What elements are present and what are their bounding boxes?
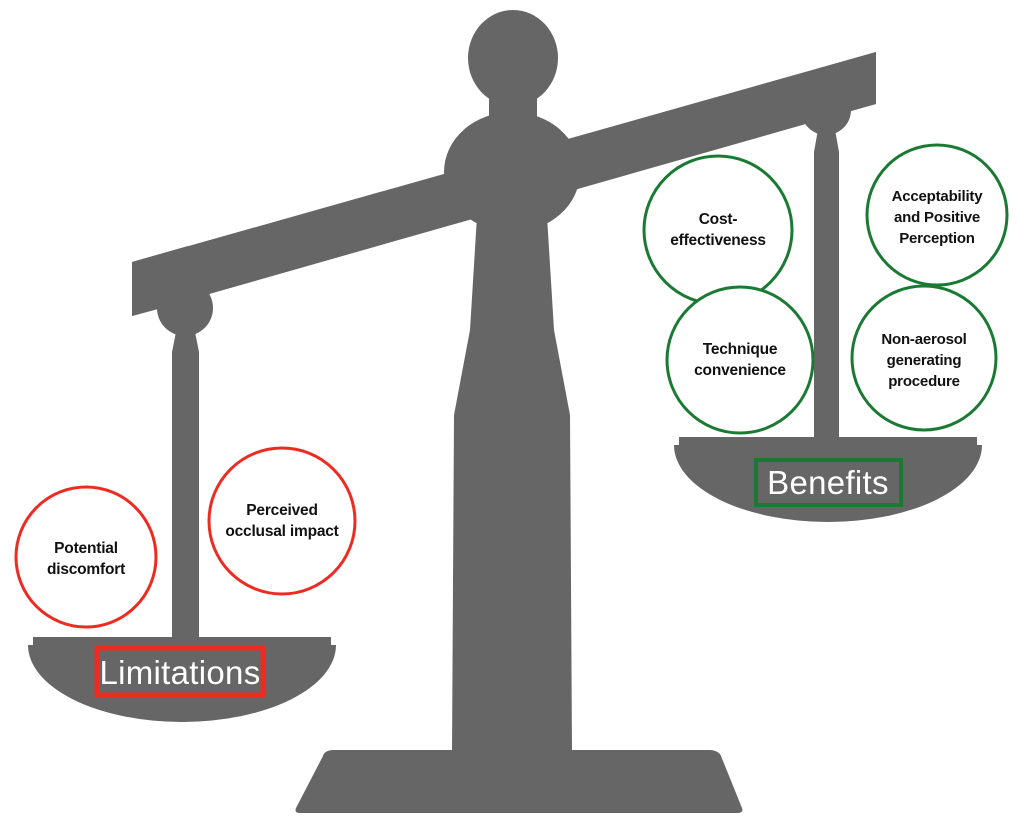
scale-left-hanger-knob xyxy=(157,280,213,336)
limitation-bubbles: Potential discomfort Perceived occlusal … xyxy=(14,446,357,629)
bubble-non-aerosol-line-3: procedure xyxy=(888,373,960,390)
bubble-cost-effectiveness[interactable]: Cost- effectiveness xyxy=(642,154,794,306)
right-pan-label[interactable]: Benefits xyxy=(754,458,903,507)
left-pan-bowl xyxy=(28,645,336,722)
right-pan-bowl xyxy=(674,445,982,522)
bubble-acceptability-line-2: and Positive xyxy=(894,209,980,226)
bubble-acceptability-line-1: Acceptability xyxy=(892,188,984,205)
scale-left-suspension-rod xyxy=(172,322,199,642)
bubble-potential-discomfort-outline xyxy=(14,485,158,629)
benefit-bubbles: Cost- effectiveness Technique convenienc… xyxy=(642,143,1009,435)
scale-structure xyxy=(28,10,982,813)
left-pan xyxy=(28,637,336,722)
bubble-non-aerosol-generating-procedure[interactable]: Non-aerosol generating procedure xyxy=(850,284,998,432)
bubble-acceptability-outline xyxy=(865,143,1009,287)
bubble-technique-convenience-line-1: Technique xyxy=(703,341,778,358)
bubble-acceptability-line-3: Perception xyxy=(899,230,975,247)
bubble-perceived-occlusal-impact[interactable]: Perceived occlusal impact xyxy=(207,446,357,596)
bubble-acceptability-and-positive-perception[interactable]: Acceptability and Positive Perception xyxy=(865,143,1009,287)
scale-base-plinth xyxy=(295,750,743,813)
right-pan-rim xyxy=(679,437,977,446)
bubble-perceived-occlusal-impact-line-2: occlusal impact xyxy=(225,523,338,540)
right-pan-label-box xyxy=(754,458,903,507)
bubble-technique-convenience-line-2: convenience xyxy=(694,362,786,379)
bubble-perceived-occlusal-impact-outline xyxy=(207,446,357,596)
bubble-technique-convenience[interactable]: Technique convenience xyxy=(665,285,815,435)
scale-finial-ball xyxy=(468,10,558,106)
right-pan xyxy=(674,437,982,522)
bubble-non-aerosol-outline xyxy=(850,284,998,432)
bubble-technique-convenience-outline xyxy=(665,285,815,435)
bubble-cost-effectiveness-outline xyxy=(642,154,794,306)
bubble-potential-discomfort[interactable]: Potential discomfort xyxy=(14,485,158,629)
bubble-potential-discomfort-line-1: Potential xyxy=(54,540,118,557)
right-pan-label-text: Benefits xyxy=(767,464,889,501)
bubble-perceived-occlusal-impact-line-1: Perceived xyxy=(246,502,317,519)
left-pan-label-box xyxy=(94,645,266,698)
scale-right-suspension-rod xyxy=(814,124,839,442)
bubble-potential-discomfort-line-2: discomfort xyxy=(47,561,125,578)
scale-column xyxy=(452,200,572,752)
bubble-cost-effectiveness-line-2: effectiveness xyxy=(670,232,766,249)
left-pan-label-text: Limitations xyxy=(99,654,260,691)
left-pan-label[interactable]: Limitations xyxy=(94,645,266,698)
scale-beam xyxy=(132,52,876,336)
bubble-non-aerosol-line-2: generating xyxy=(887,352,962,369)
scale-right-hanger-knob xyxy=(801,85,851,135)
left-pan-rim xyxy=(33,637,331,646)
bubble-cost-effectiveness-line-1: Cost- xyxy=(699,211,738,228)
scale-beam-bar xyxy=(132,52,876,316)
bubble-non-aerosol-line-1: Non-aerosol xyxy=(881,331,966,348)
